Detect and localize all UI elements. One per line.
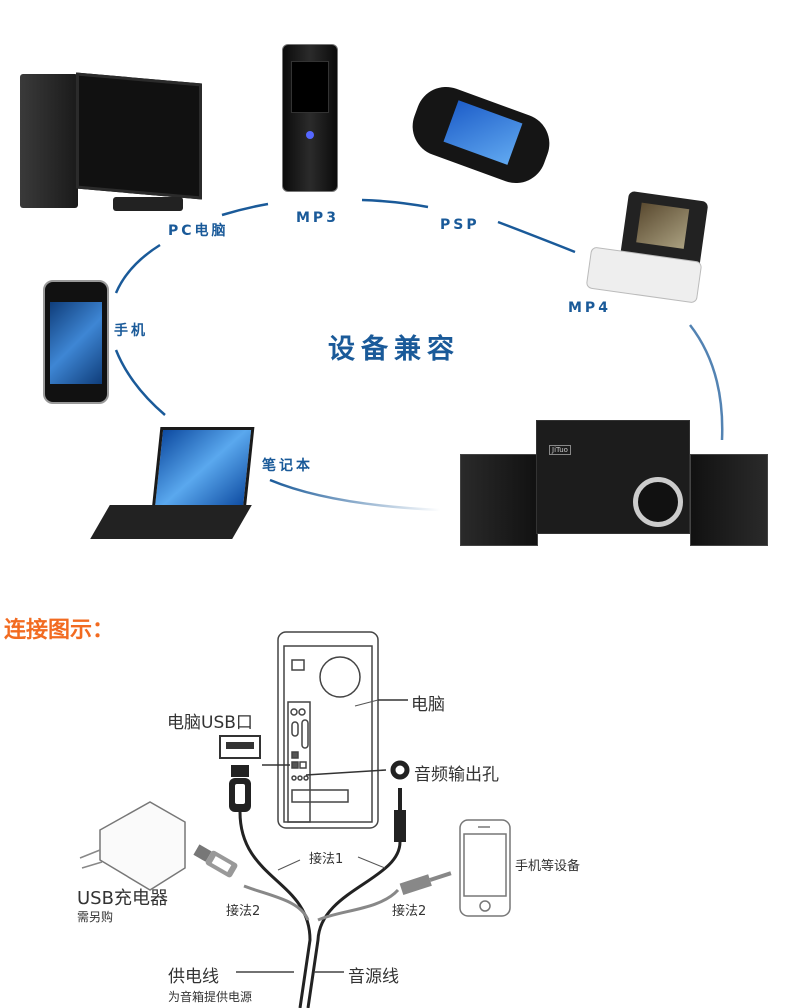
audio-plug-icon: [394, 788, 406, 842]
pc-image: [18, 72, 202, 222]
compat-ring-lines: [114, 198, 724, 512]
phone-audio-plug-icon: [399, 871, 452, 895]
phone-screen: [50, 302, 102, 384]
ring-line-laptop-speaker: [269, 478, 441, 512]
label-computer: 电脑: [411, 695, 445, 715]
ring-line-mp3-psp: [361, 198, 429, 209]
speaker-left: [460, 454, 538, 546]
speaker-right: [690, 454, 768, 546]
usb-plug-icon: [229, 765, 251, 812]
ring-line-pc-mp3: [221, 202, 269, 217]
subwoofer-port: [633, 477, 683, 527]
label-audio-cable: 音源线: [348, 967, 399, 987]
label-pc: PC电脑: [168, 223, 229, 239]
label-charger-note: 需另购: [77, 910, 114, 924]
label-method2-right: 接法2: [392, 904, 427, 919]
label-usb-port: 电脑USB口: [167, 713, 253, 733]
connection-title: 连接图示：: [4, 618, 115, 643]
compat-title: 设备兼容: [328, 334, 460, 365]
label-laptop: 笔记本: [262, 458, 313, 474]
label-mp3: MP3: [296, 210, 339, 226]
label-power-cable-note: 为音箱提供电源: [168, 990, 253, 1004]
power-cable-line: [238, 811, 312, 1008]
pc-tower: [20, 74, 78, 208]
pc-stand: [113, 197, 183, 211]
speaker-set-image: JiTuo: [458, 418, 768, 546]
subwoofer: JiTuo: [536, 420, 690, 534]
mp3-controls: [306, 131, 314, 139]
label-phone-devices: 手机等设备: [515, 859, 581, 874]
audio-cable-line: [306, 841, 402, 1008]
charger-cable-line: [243, 884, 310, 921]
label-power-cable: 供电线: [168, 967, 219, 987]
ring-line-phone-laptop: [114, 349, 166, 416]
subwoofer-brand: JiTuo: [549, 445, 571, 455]
label-audio-out: 音频输出孔: [414, 765, 499, 785]
phone-image: [43, 280, 109, 404]
phone-outline-icon: [459, 819, 511, 917]
label-method1: 接法1: [309, 852, 344, 867]
phone-cable-line: [317, 888, 400, 922]
label-charger: USB充电器: [77, 888, 168, 909]
computer-case-icon: [277, 631, 379, 829]
label-phone: 手机: [114, 323, 148, 339]
mp3-image: [282, 44, 338, 192]
ring-line-mp4-speaker: [689, 324, 724, 441]
usb-port-icon: [219, 735, 261, 759]
ring-line-pc-phone: [114, 243, 161, 294]
charger-usb-plug-icon: [193, 844, 238, 878]
mp3-screen: [291, 61, 329, 113]
label-method2-left: 接法2: [226, 904, 261, 919]
label-psp: PSP: [440, 217, 480, 233]
usb-charger-icon: [79, 801, 186, 891]
audio-jack-hole-icon: [390, 760, 410, 780]
ring-line-psp-mp4: [497, 220, 576, 254]
label-mp4: MP4: [568, 300, 611, 316]
